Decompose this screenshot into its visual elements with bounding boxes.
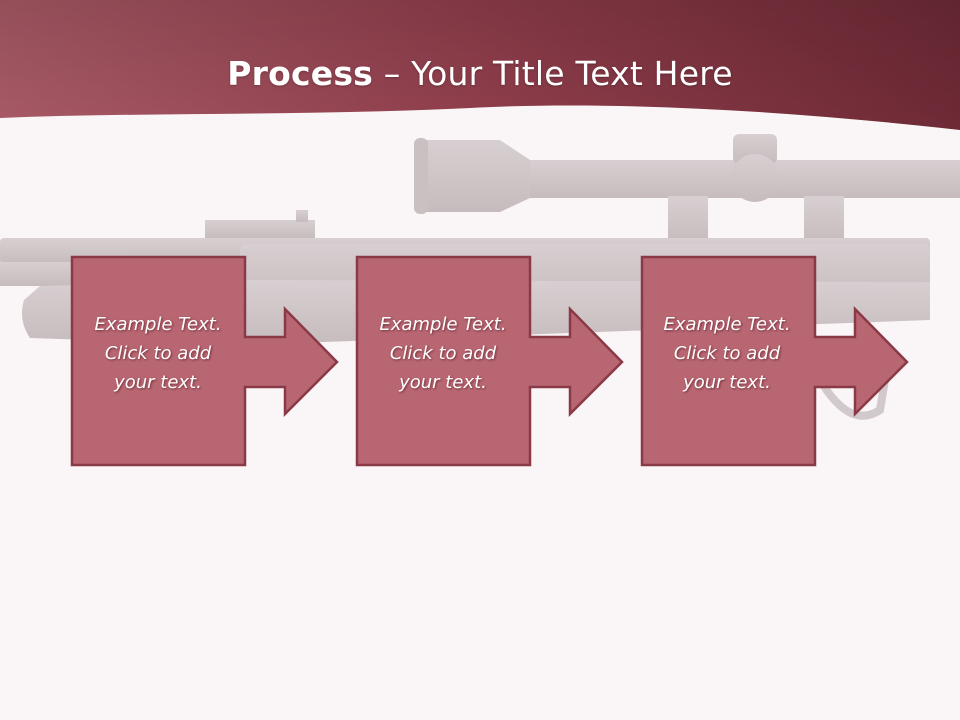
step-2-line-1: Example Text.	[379, 314, 507, 335]
step-3-line-3: your text.	[683, 372, 771, 393]
title-bold: Process	[227, 54, 374, 93]
step-1-line-2: Click to add	[104, 343, 212, 364]
step-1-box[interactable]	[70, 255, 339, 467]
step-2-reflection	[357, 469, 622, 677]
step-3-text[interactable]: Example Text. Click to add your text.	[641, 310, 813, 397]
step-1-line-3: your text.	[114, 372, 202, 393]
step-2-box[interactable]	[355, 255, 624, 467]
step-1-line-1: Example Text.	[94, 314, 222, 335]
step-1-reflection	[72, 469, 337, 677]
step-3-reflection	[642, 469, 907, 677]
step-3-line-2: Click to add	[673, 343, 781, 364]
slide-title[interactable]: Process – Your Title Text Here	[0, 52, 960, 96]
step-2-line-2: Click to add	[389, 343, 497, 364]
step-2-line-3: your text.	[399, 372, 487, 393]
step-1-text[interactable]: Example Text. Click to add your text.	[72, 310, 244, 397]
step-2-text[interactable]: Example Text. Click to add your text.	[357, 310, 529, 397]
step-3-line-1: Example Text.	[663, 314, 791, 335]
step-3-box[interactable]	[640, 255, 909, 467]
title-rest: – Your Title Text Here	[373, 54, 733, 93]
